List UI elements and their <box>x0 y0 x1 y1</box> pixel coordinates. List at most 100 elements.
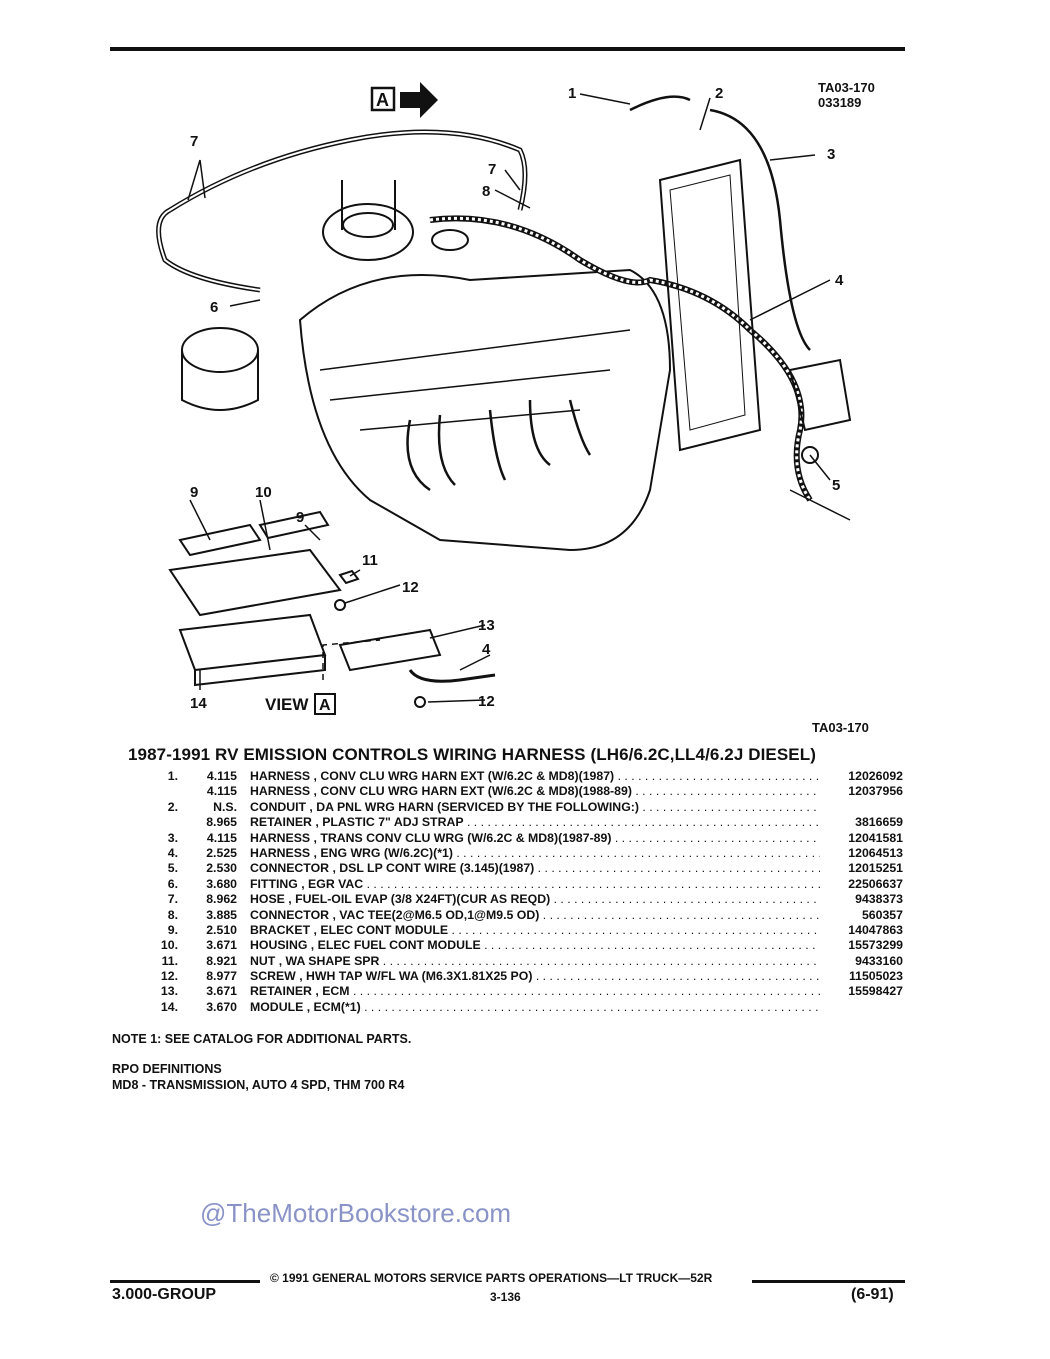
group-number: 3.671 <box>206 984 237 999</box>
part-description: RETAINER , PLASTIC 7" ADJ STRAP <box>250 815 820 829</box>
part-number-index: 13. <box>160 984 178 999</box>
group-number: 3.885 <box>206 907 237 922</box>
group-number: 2.530 <box>206 861 237 876</box>
group-number: N.S. <box>213 799 237 814</box>
footer-rule-right <box>752 1280 905 1283</box>
part-description: BRACKET , ELEC CONT MODULE <box>250 923 820 937</box>
parts-row: 5. 2.530 CONNECTOR , DSL LP CONT WIRE (3.1… <box>128 861 908 876</box>
page-title: 1987-1991 RV EMISSION CONTROLS WIRING HA… <box>128 745 816 764</box>
top-rule <box>110 47 905 51</box>
callout-7: 7 <box>190 133 198 150</box>
part-description: CONNECTOR , VAC TEE(2@M6.5 OD,1@M9.5 OD) <box>250 908 820 922</box>
part-number-index: 6. <box>167 876 178 891</box>
view-label: VIEW <box>265 695 309 714</box>
ref-code-2: 033189 <box>818 95 862 110</box>
part-description: HARNESS , CONV CLU WRG HARN EXT (W/6.2C … <box>250 784 820 798</box>
part-number: 12037956 <box>848 784 903 799</box>
parts-row: 1. 4.115 HARNESS , CONV CLU WRG HARN EXT (… <box>128 769 908 784</box>
ecm-module <box>178 613 327 672</box>
part-number-index: 9. <box>167 922 178 937</box>
footer-rule-left <box>110 1280 260 1283</box>
part-number-index: 7. <box>167 892 178 907</box>
part-number: 560357 <box>861 907 903 922</box>
arrow-box-letter: A <box>376 90 389 110</box>
callout-5: 5 <box>832 477 840 494</box>
parts-row: 8. 3.885 CONNECTOR , VAC TEE(2@M6.5 OD,1@M… <box>128 908 908 923</box>
callout-7b: 8 <box>482 183 490 200</box>
harness-4 <box>429 215 813 502</box>
callout-4: 4 <box>835 272 844 289</box>
part-number-index: 5. <box>167 861 178 876</box>
ref-code-1: TA03-170 <box>818 80 875 95</box>
rpo-heading: RPO DEFINITIONS <box>112 1062 222 1076</box>
parts-row: 13. 3.671 RETAINER , ECM 15598427 <box>128 984 908 999</box>
part-number-index: 11. <box>161 953 178 968</box>
parts-row: 9. 2.510 BRACKET , ELEC CONT MODULE 1404786… <box>128 923 908 938</box>
callout-2: 2 <box>715 85 723 102</box>
part-description: CONDUIT , DA PNL WRG HARN (SERVICED BY T… <box>250 800 820 814</box>
callout-14: 14 <box>190 695 207 712</box>
part-description: HOUSING , ELEC FUEL CONT MODULE <box>250 938 820 952</box>
group-number: 2.510 <box>206 922 237 937</box>
part-number: 15573299 <box>848 938 903 953</box>
part-number: 3816659 <box>855 815 903 830</box>
group-number: 4.115 <box>206 830 237 845</box>
bracket-assembly <box>168 548 342 617</box>
parts-row: 10. 3.671 HOUSING , ELEC FUEL CONT MODULE 1… <box>128 938 908 953</box>
note: NOTE 1: SEE CATALOG FOR ADDITIONAL PARTS… <box>112 1032 412 1046</box>
part-description: CONNECTOR , DSL LP CONT WIRE (3.145)(198… <box>250 861 820 875</box>
part-description: RETAINER , ECM <box>250 984 820 998</box>
part-description: NUT , WA SHAPE SPR <box>250 954 820 968</box>
footer-copyright: © 1991 GENERAL MOTORS SERVICE PARTS OPER… <box>270 1271 713 1285</box>
callout-13: 13 <box>478 617 495 634</box>
part-number-index: 10. <box>160 938 178 953</box>
wiring-harness-illustration: A VIEW A 1 2 3 4 5 6 7 8 7 9 10 9 11 12 … <box>156 82 852 715</box>
figure-code: TA03-170 <box>812 720 869 735</box>
part-number: 15598427 <box>848 984 903 999</box>
parts-row: 8.965 RETAINER , PLASTIC 7" ADJ STRAP 3816… <box>128 815 908 830</box>
part-number: 12026092 <box>848 769 903 783</box>
group-number: 8.977 <box>206 969 237 984</box>
part-description: HOSE , FUEL-OIL EVAP (3/8 X24FT)(CUR AS … <box>250 892 820 906</box>
part-number: 9433160 <box>855 953 903 968</box>
group-number: 2.525 <box>206 845 237 860</box>
parts-row: 7. 8.962 HOSE , FUEL-OIL EVAP (3/8 X24FT)(… <box>128 892 908 907</box>
parts-row: 4.115 HARNESS , CONV CLU WRG HARN EXT (W/… <box>128 784 908 799</box>
group-number: 3.671 <box>206 938 237 953</box>
watermark: @TheMotorBookstore.com <box>200 1198 512 1228</box>
group-number: 4.115 <box>206 769 237 783</box>
part-number: 12015251 <box>848 861 903 876</box>
part-number-index: 2. <box>167 799 178 814</box>
footer-page-number: 3-136 <box>490 1290 521 1304</box>
callout-4b: 4 <box>482 641 491 658</box>
footer-group: 3.000-GROUP <box>112 1286 217 1303</box>
part-description: HARNESS , CONV CLU WRG HARN EXT (W/6.2C … <box>250 769 820 783</box>
callout-9: 9 <box>190 484 198 501</box>
conduit-panel <box>658 158 762 452</box>
part-number-index: 1. <box>167 769 178 783</box>
part-number: 12064513 <box>848 845 903 860</box>
part-number: 14047863 <box>848 922 903 937</box>
part-number: 9438373 <box>855 892 903 907</box>
part-description: HARNESS , ENG WRG (W/6.2C)(*1) <box>250 846 820 860</box>
group-number: 8.965 <box>206 815 237 830</box>
part-number-index: 8. <box>167 907 178 922</box>
callout-11: 11 <box>362 552 378 569</box>
reference-code: TA03-170 033189 <box>818 80 875 110</box>
part-number-index: 3. <box>167 830 178 845</box>
callout-1: 1 <box>568 85 576 102</box>
footer-date-code: (6-91) <box>851 1286 894 1303</box>
group-number: 4.115 <box>206 784 237 799</box>
callout-3: 3 <box>827 146 835 163</box>
group-number: 8.962 <box>206 892 237 907</box>
part-number-index: 12. <box>160 969 178 984</box>
parts-row: 11. 8.921 NUT , WA SHAPE SPR 9433160 <box>128 954 908 969</box>
callout-8: 7 <box>488 161 496 178</box>
group-number: 8.921 <box>206 953 237 968</box>
part-number: 11505023 <box>848 969 903 984</box>
callout-12b: 12 <box>478 693 495 710</box>
